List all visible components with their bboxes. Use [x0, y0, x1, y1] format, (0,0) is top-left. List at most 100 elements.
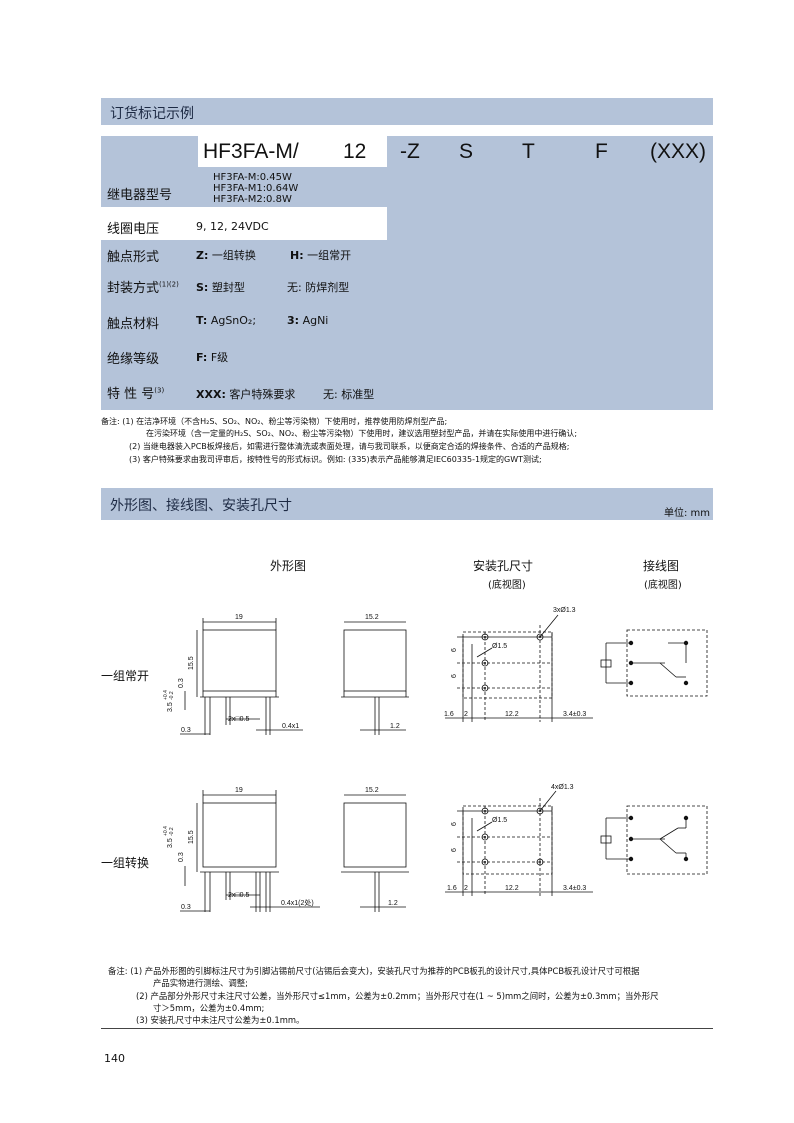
- dim-152-r1: 15.2: [365, 614, 379, 621]
- ordering-bg-4: [499, 136, 569, 336]
- p34-r2: 3.4±0.3: [563, 885, 586, 892]
- dim-2x05-r1: 2x□0.5: [228, 716, 249, 723]
- enclosure-opt2: 无: 防焊剂型: [287, 281, 350, 294]
- drawing-note-2: 产品实物进行测绘、调整;: [153, 978, 248, 988]
- ordering-bg-6: [638, 136, 713, 410]
- relay-body-front: [202, 629, 277, 692]
- hole-15-r1: Ø1.5: [492, 643, 507, 650]
- enclosure-label: 封装方式: [107, 281, 160, 296]
- row-enclosure: 封装方式(1)(2): [107, 277, 179, 296]
- code-special: (XXX): [650, 140, 707, 163]
- dim-04x1-r1: 0.4x1: [282, 723, 299, 730]
- drawings-row1: 19 15.2 15.5 0.3 3.5 +0.4 -0.2 2x□0.5 0.…: [163, 607, 708, 735]
- dim-152-r2: 15.2: [365, 787, 379, 794]
- drawing-note-4: 寸＞5mm，公差为±0.4mm;: [153, 1003, 265, 1013]
- insulation-opt1-code: F:: [196, 351, 208, 364]
- model-option-3: HF3FA-M2:0.8W: [213, 194, 292, 205]
- p16-r1: 1.6: [444, 711, 454, 718]
- relay-body-side-2: [343, 802, 407, 868]
- drawings-row2: 19 15.2 15.5 0.3 3.5 +0.4 -0.2 2x□0.5 0.…: [163, 784, 708, 912]
- p34-r1: 3.4±0.3: [563, 711, 586, 718]
- special-opt1-code: XXX:: [196, 388, 226, 401]
- contact-opt2-text: 一组常开: [307, 249, 352, 262]
- dim-19-r2: 19: [235, 787, 243, 794]
- row-relay-model: 继电器型号: [107, 188, 173, 203]
- code-contact: -Z: [400, 140, 420, 163]
- dim-tolm-r1: -0.2: [169, 691, 175, 700]
- ordering-bg-3: [442, 136, 499, 301]
- hole-15-r2: Ø1.5: [492, 817, 507, 824]
- wiring-outline-2: [626, 805, 708, 875]
- contact-opt1-text: 一组转换: [211, 249, 256, 262]
- ordering-title-text: 订货标记示例: [110, 106, 194, 122]
- row1-label: 一组常开: [101, 669, 150, 683]
- model-option-1: HF3FA-M:0.45W: [213, 172, 292, 183]
- material-opt2-code: 3:: [287, 314, 300, 327]
- dim-tolp-r2: +0.4: [163, 826, 169, 836]
- dim-35-r2: 3.5: [167, 838, 174, 848]
- outline-title-text: 外形图、接线图、安装孔尺寸: [110, 498, 292, 514]
- material-opt1: T: AgSnO₂;: [196, 314, 256, 327]
- contact-opt1-code: Z:: [196, 249, 209, 262]
- col-mount-sub: (底视图): [488, 580, 526, 591]
- ordering-note-2: 在污染环境（含一定量的H₂S、SO₂、NO₂、粉尘等污染物）下使用时，建议选用塑…: [146, 429, 578, 438]
- ordering-bg-2b: [101, 240, 387, 268]
- enclosure-opt1: S: 塑封型: [196, 279, 245, 295]
- ordering-bg-2: [387, 136, 442, 268]
- relay-body-side: [343, 629, 407, 692]
- dim-tolm-r2: -0.2: [169, 827, 175, 836]
- code-material: T: [522, 140, 535, 163]
- insulation-opt1: F: F级: [196, 349, 228, 365]
- code-enclosure: S: [459, 140, 474, 163]
- p122-r1: 12.2: [505, 711, 519, 718]
- col-wiring-sub: (底视图): [644, 580, 682, 591]
- holes-3-r1: 3xØ1.3: [553, 607, 576, 614]
- contact-form-options: Z: 一组转换: [196, 247, 256, 263]
- material-opt2-text: AgNi: [302, 314, 329, 327]
- ordering-bg-6b: [101, 371, 638, 410]
- p6a-r1: 6: [451, 648, 458, 652]
- code-model: HF3FA-M/: [203, 140, 299, 163]
- p16-r2: 1.6: [447, 885, 457, 892]
- enclosure-sup: (1)(2): [159, 280, 179, 289]
- dim-35-r1: 3.5: [167, 702, 174, 712]
- outline-section-title: 外形图、接线图、安装孔尺寸: [101, 488, 713, 520]
- dim-155-r1: 15.5: [188, 656, 195, 670]
- ordering-note-4: (3) 客户特殊要求由我司评审后，按特性号的形式标识。例如: (335)表示产品…: [129, 455, 542, 464]
- special-opt2: 无: 标准型: [323, 388, 375, 401]
- ordering-bg-5: [569, 136, 638, 371]
- contact-opt2-code: H:: [290, 249, 304, 262]
- insulation-opt1-text: F级: [210, 351, 229, 364]
- enclosure-opt1-code: S:: [196, 281, 209, 294]
- row2-label: 一组转换: [101, 856, 150, 870]
- material-opt1-text: AgSnO₂;: [210, 314, 257, 327]
- special-label: 特 性 号: [107, 387, 155, 402]
- mount-outline-2: [462, 805, 553, 875]
- unit-label: 单位: mm: [664, 508, 711, 519]
- model-option-2: HF3FA-M1:0.64W: [213, 183, 299, 194]
- ordering-bg-1b: [198, 167, 387, 207]
- enclosure-opt1-text: 塑封型: [211, 281, 245, 294]
- material-opt2: 3: AgNi: [287, 314, 328, 327]
- col-wiring: 接线图: [643, 559, 680, 573]
- contact-form-options-2: H: 一组常开: [290, 247, 351, 263]
- special-opt1-text: 客户特殊要求: [229, 388, 296, 401]
- row-coil-voltage: 线圈电压: [107, 222, 160, 237]
- dim-03-r2a: 0.3: [178, 852, 185, 862]
- wiring-outline: [626, 629, 708, 697]
- coil-voltage-value: 9, 12, 24VDC: [196, 220, 269, 233]
- dim-04x1-r2: 0.4x1(2处): [281, 898, 314, 907]
- holes-4-r2: 4xØ1.3: [551, 784, 574, 791]
- code-voltage: 12: [343, 140, 367, 163]
- dim-12-r1: 1.2: [390, 723, 400, 730]
- col-outline: 外形图: [270, 559, 307, 573]
- dim-03-r1a: 0.3: [178, 678, 185, 688]
- row-contact-material: 触点材料: [107, 317, 160, 332]
- drawing-note-3: (2) 产品部分外形尺寸未注尺寸公差，当外形尺寸≤1mm，公差为±0.2mm；当…: [136, 991, 659, 1001]
- page-number: 140: [104, 1052, 125, 1065]
- ordering-bg-4b: [101, 301, 499, 336]
- ordering-bg-5b: [101, 336, 569, 371]
- row-special: 特 性 号(3): [107, 383, 164, 402]
- ordering-note-1: 备注: (1) 在洁净环境（不含H₂S、SO₂、NO₂、粉尘等污染物）下使用时，…: [101, 417, 448, 426]
- col-mount: 安装孔尺寸: [473, 559, 534, 573]
